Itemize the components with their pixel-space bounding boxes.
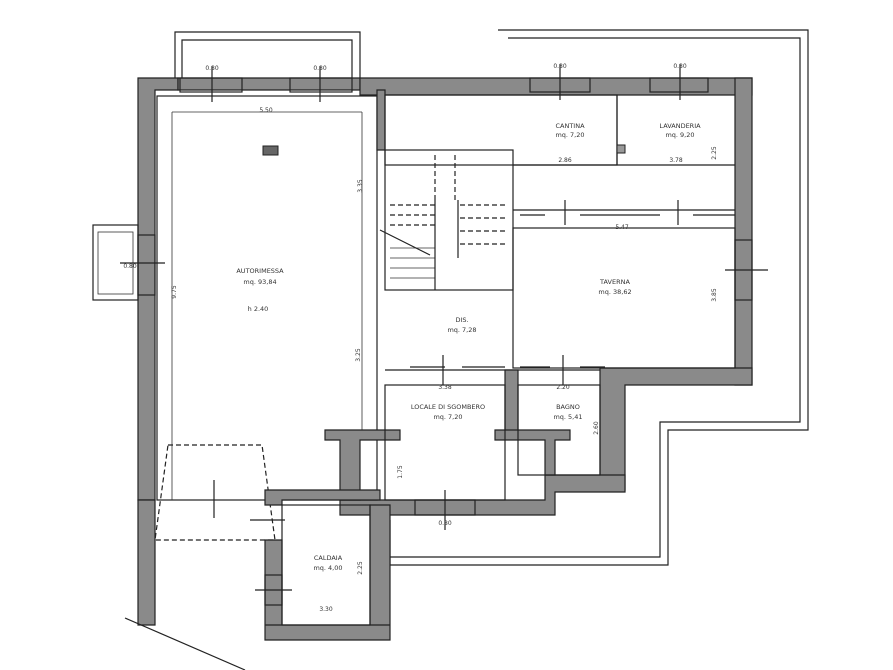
dim-bagno-height: 2.60 bbox=[593, 421, 600, 435]
area-caldaia: mq. 4,00 bbox=[313, 564, 342, 572]
label-sgombero: LOCALE DI SGOMBERO bbox=[411, 403, 485, 411]
dim-taverna-height: 3.85 bbox=[711, 288, 718, 302]
area-taverna: mq. 38,62 bbox=[598, 288, 631, 296]
area-lavanderia: mq. 9,20 bbox=[665, 131, 694, 139]
dim-garage-width: 5.50 bbox=[259, 107, 273, 114]
label-caldaia: CALDAIA bbox=[314, 554, 343, 562]
garage-door[interactable] bbox=[154, 444, 276, 541]
area-garage: mq. 93,84 bbox=[243, 278, 276, 286]
caldaia-room bbox=[281, 504, 371, 626]
stairs bbox=[379, 155, 505, 290]
dim-bagno: 2.20 bbox=[556, 384, 570, 391]
label-taverna: TAVERNA bbox=[599, 278, 630, 286]
dim-sgombero: 3.38 bbox=[438, 384, 452, 391]
dim-lav-height: 2.25 bbox=[711, 146, 718, 160]
garage-right-wall bbox=[376, 89, 386, 151]
height-garage: h 2.40 bbox=[248, 305, 269, 313]
window-dim: 0.80 bbox=[673, 63, 687, 70]
lav-window[interactable] bbox=[649, 77, 709, 93]
stairwell bbox=[384, 149, 514, 291]
window-dim: 0.80 bbox=[123, 263, 137, 270]
area-sgombero: mq. 7,20 bbox=[433, 413, 462, 421]
garage-window-1[interactable] bbox=[179, 77, 243, 93]
diagonal-line bbox=[124, 617, 246, 670]
dim-taverna: 5.47 bbox=[615, 224, 629, 231]
window-dim: 0.80 bbox=[205, 65, 219, 72]
dim-caldaia-height: 2.25 bbox=[357, 561, 364, 575]
side-window[interactable] bbox=[137, 234, 156, 296]
dim-lav: 3.78 bbox=[669, 157, 683, 164]
area-dis: mq. 7,28 bbox=[447, 326, 476, 334]
dim-sgombero-height: 1.75 bbox=[397, 465, 404, 479]
dim-cantina: 2.86 bbox=[558, 157, 572, 164]
label-lavanderia: LAVANDERIA bbox=[659, 122, 701, 130]
lav-fixture bbox=[616, 144, 626, 154]
garage-window-2[interactable] bbox=[289, 77, 353, 93]
dim-caldaia-width: 3.30 bbox=[319, 606, 333, 613]
exterior-wall-top-left bbox=[177, 77, 361, 91]
taverna-room bbox=[512, 227, 736, 369]
dim-garage-right: 3.35 bbox=[357, 179, 364, 193]
area-bagno: mq. 5,41 bbox=[553, 413, 582, 421]
bagno-room bbox=[517, 384, 601, 476]
label-garage: AUTORIMESSA bbox=[236, 267, 284, 275]
garage-fixture bbox=[262, 145, 279, 156]
exterior-wall-right bbox=[734, 77, 753, 386]
label-bagno: BAGNO bbox=[556, 403, 580, 411]
window-dim: 0.80 bbox=[438, 520, 452, 527]
cantina-room bbox=[384, 94, 618, 166]
label-cantina: CANTINA bbox=[555, 122, 585, 130]
window-dim: 0.80 bbox=[313, 65, 327, 72]
dim-dis-height: 3.25 bbox=[355, 348, 362, 362]
dim-garage-length: 9.75 bbox=[171, 285, 178, 299]
exterior-wall-left-lower bbox=[137, 499, 156, 626]
area-cantina: mq. 7,20 bbox=[555, 131, 584, 139]
window-dim: 0.80 bbox=[553, 63, 567, 70]
label-dis: DIS. bbox=[455, 316, 468, 324]
top-bump bbox=[174, 31, 361, 78]
exterior-wall-step-1 bbox=[599, 367, 753, 491]
